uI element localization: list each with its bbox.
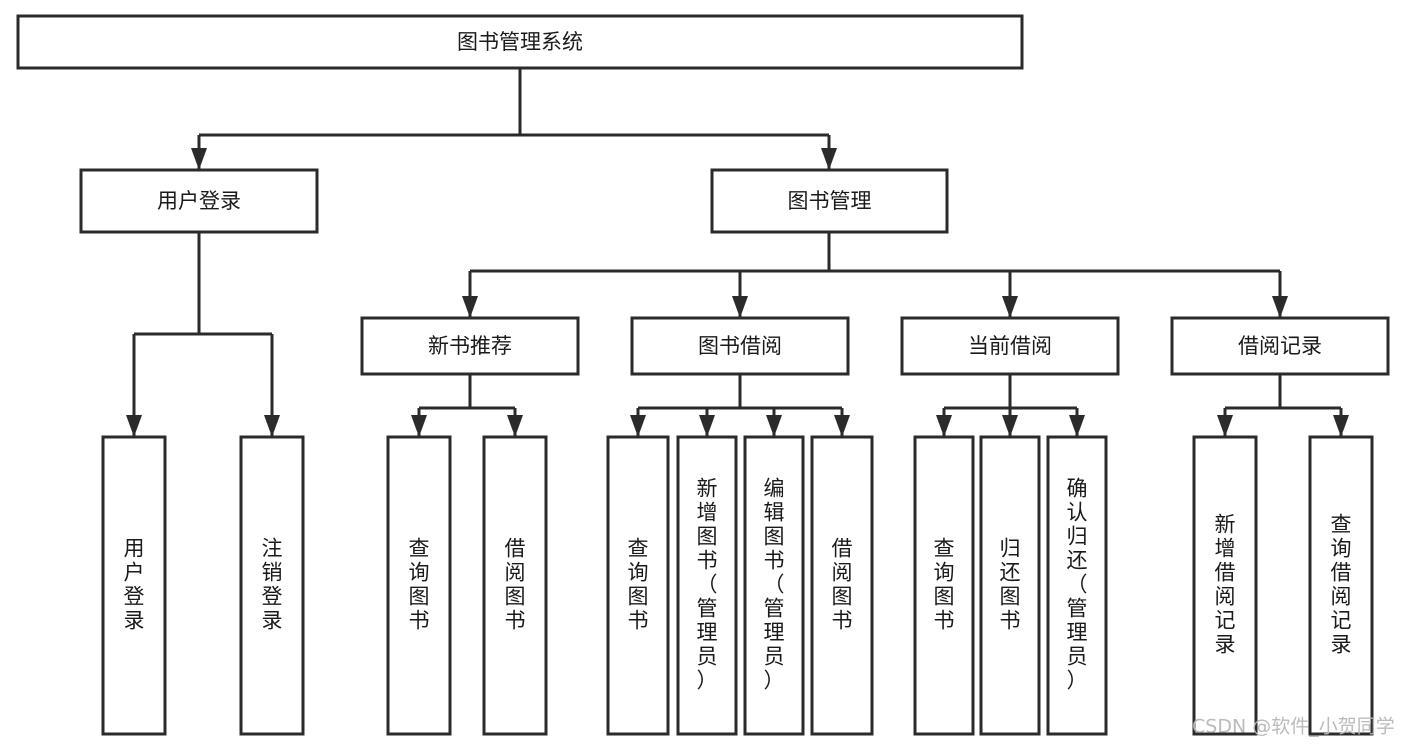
node-box-borrow-records[interactable] (1170, 316, 1390, 376)
node-label-book-management: 图书管理 (788, 189, 872, 213)
node-box-leaf-return-book[interactable] (979, 435, 1041, 736)
node-user-login[interactable]: 用户登录 (79, 168, 319, 234)
node-book-borrow[interactable]: 图书借阅 (630, 316, 850, 376)
arrow-head-icon (1002, 296, 1018, 318)
node-leaf-borrow-book[interactable]: 借阅图书 (810, 435, 874, 736)
node-label-leaf-user-login: 用户登录 (124, 537, 145, 633)
node-box-leaf-add-book-admin[interactable] (676, 435, 738, 736)
arrow-head-icon (766, 415, 782, 437)
connector-new-book-recommend-to-leaves (411, 374, 523, 437)
arrow-head-icon (264, 415, 280, 437)
arrow-head-icon (834, 415, 850, 437)
node-label-borrow-records: 借阅记录 (1238, 334, 1322, 358)
arrow-head-icon (821, 148, 837, 170)
node-box-current-borrow[interactable] (900, 316, 1120, 376)
node-leaf-borrow-book-recommend[interactable]: 借阅图书 (482, 435, 548, 736)
connector-layer (126, 68, 1349, 437)
node-leaf-confirm-return-admin[interactable]: 确认归还（管理员） (1046, 435, 1108, 736)
node-label-leaf-borrow-book: 借阅图书 (832, 537, 853, 633)
node-label-root: 图书管理系统 (457, 30, 583, 54)
arrow-head-icon (507, 415, 523, 437)
node-current-borrow[interactable]: 当前借阅 (900, 316, 1120, 376)
node-leaf-add-book-admin[interactable]: 新增图书（管理员） (676, 435, 738, 736)
node-leaf-logout[interactable]: 注销登录 (239, 435, 305, 736)
connector-book-borrow-to-leaves (630, 374, 850, 437)
node-box-book-management[interactable] (710, 168, 949, 234)
arrow-head-icon (699, 415, 715, 437)
node-box-leaf-user-login[interactable] (101, 435, 167, 736)
node-layer: 图书管理系统用户登录图书管理新书推荐图书借阅当前借阅借阅记录用户登录注销登录查询… (16, 14, 1390, 736)
arrow-head-icon (462, 296, 478, 318)
node-label-user-login: 用户登录 (157, 189, 241, 213)
arrow-head-icon (1217, 415, 1233, 437)
csdn-watermark: CSDN @软件_小贺同学 (1192, 716, 1395, 738)
connector-current-borrow-to-leaves (936, 374, 1085, 437)
node-book-management[interactable]: 图书管理 (710, 168, 949, 234)
connector-root-to-level2 (191, 68, 837, 170)
node-label-leaf-add-book-admin: 新增图书（管理员） (697, 477, 718, 693)
arrow-head-icon (630, 415, 646, 437)
node-leaf-add-borrow-record[interactable]: 新增借阅记录 (1192, 435, 1258, 736)
arrow-head-icon (1333, 415, 1349, 437)
node-new-book-recommend[interactable]: 新书推荐 (360, 316, 580, 376)
node-label-leaf-query-book-current: 查询图书 (934, 537, 955, 633)
node-leaf-edit-book-admin[interactable]: 编辑图书（管理员） (743, 435, 805, 736)
node-leaf-query-book-current[interactable]: 查询图书 (913, 435, 975, 736)
node-label-new-book-recommend: 新书推荐 (428, 334, 512, 358)
connector-borrow-records-to-leaves (1217, 374, 1349, 437)
node-label-book-borrow: 图书借阅 (698, 334, 782, 358)
node-box-user-login[interactable] (79, 168, 319, 234)
arrow-head-icon (936, 415, 952, 437)
node-box-leaf-query-book-borrow[interactable] (606, 435, 670, 736)
node-box-leaf-logout[interactable] (239, 435, 305, 736)
node-borrow-records[interactable]: 借阅记录 (1170, 316, 1390, 376)
node-leaf-user-login[interactable]: 用户登录 (101, 435, 167, 736)
node-label-current-borrow: 当前借阅 (968, 334, 1052, 358)
node-label-leaf-add-borrow-record: 新增借阅记录 (1215, 513, 1236, 657)
node-box-leaf-edit-book-admin[interactable] (743, 435, 805, 736)
arrow-head-icon (1272, 296, 1288, 318)
node-box-leaf-query-book-current[interactable] (913, 435, 975, 736)
node-root[interactable]: 图书管理系统 (16, 14, 1024, 70)
node-box-leaf-borrow-book[interactable] (810, 435, 874, 736)
node-box-leaf-query-borrow-record[interactable] (1308, 435, 1374, 736)
node-leaf-query-book-recommend[interactable]: 查询图书 (386, 435, 452, 736)
node-label-leaf-query-book-recommend: 查询图书 (409, 537, 430, 633)
node-label-leaf-edit-book-admin: 编辑图书（管理员） (764, 477, 785, 693)
node-box-book-borrow[interactable] (630, 316, 850, 376)
watermark-layer: CSDN @软件_小贺同学 (1192, 716, 1395, 738)
connector-book-management-to-level3 (462, 232, 1288, 318)
node-leaf-return-book[interactable]: 归还图书 (979, 435, 1041, 736)
node-box-leaf-borrow-book-recommend[interactable] (482, 435, 548, 736)
arrow-head-icon (732, 296, 748, 318)
node-label-leaf-query-borrow-record: 查询借阅记录 (1331, 513, 1352, 657)
arrow-head-icon (126, 415, 142, 437)
arrow-head-icon (1069, 415, 1085, 437)
arrow-head-icon (1002, 415, 1018, 437)
node-box-root[interactable] (16, 14, 1024, 70)
node-label-leaf-borrow-book-recommend: 借阅图书 (505, 537, 526, 633)
node-leaf-query-borrow-record[interactable]: 查询借阅记录 (1308, 435, 1374, 736)
arrow-head-icon (191, 148, 207, 170)
node-label-leaf-confirm-return-admin: 确认归还（管理员） (1067, 477, 1088, 693)
node-label-leaf-query-book-borrow: 查询图书 (628, 537, 649, 633)
node-label-leaf-logout: 注销登录 (262, 537, 283, 633)
node-leaf-query-book-borrow[interactable]: 查询图书 (606, 435, 670, 736)
node-box-leaf-add-borrow-record[interactable] (1192, 435, 1258, 736)
node-box-leaf-query-book-recommend[interactable] (386, 435, 452, 736)
node-box-new-book-recommend[interactable] (360, 316, 580, 376)
node-box-leaf-confirm-return-admin[interactable] (1046, 435, 1108, 736)
node-label-leaf-return-book: 归还图书 (1000, 537, 1021, 633)
connector-user-login-to-leaves (126, 232, 280, 437)
arrow-head-icon (411, 415, 427, 437)
